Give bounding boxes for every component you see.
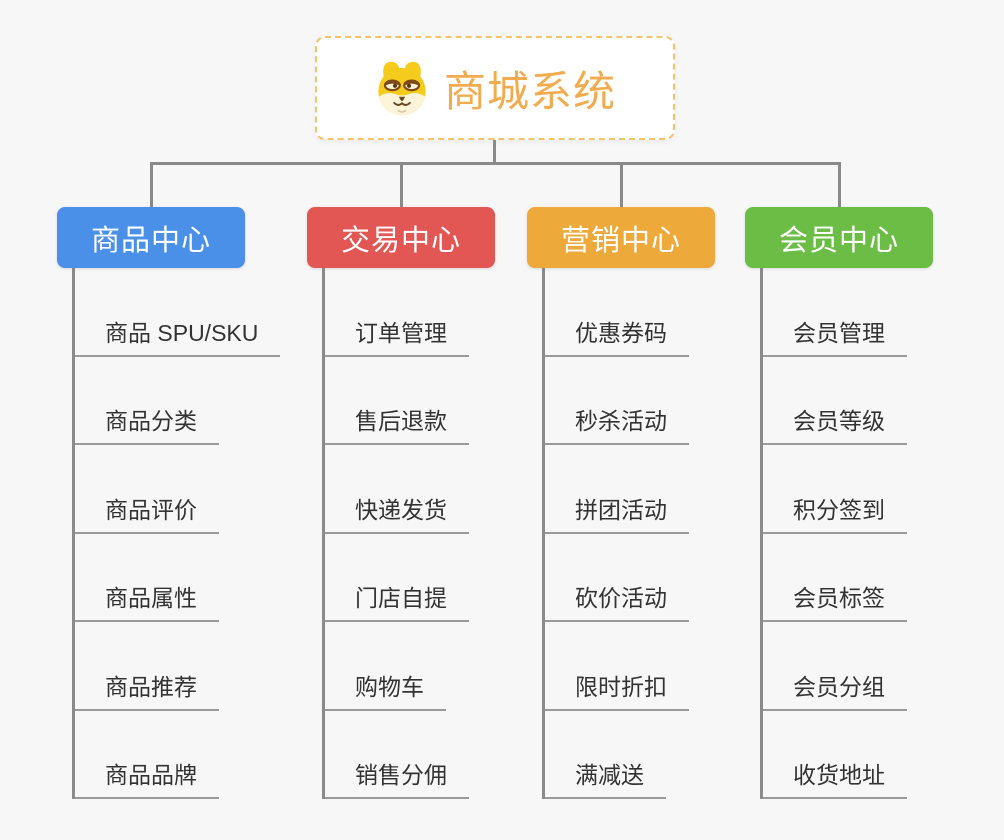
leaf-slot: 商品品牌 [75, 711, 280, 799]
leaf-node[interactable]: 商品分类 [75, 402, 219, 445]
leaf-node[interactable]: 优惠券码 [545, 314, 689, 357]
branch-node[interactable]: 营销中心 [527, 207, 715, 268]
leaf-node[interactable]: 商品 SPU/SKU [75, 314, 281, 357]
leaf-slot: 拼团活动 [545, 445, 689, 534]
leaf-slot: 积分签到 [763, 445, 907, 534]
leaf-slot: 会员等级 [763, 357, 907, 445]
leaf-node[interactable]: 商品属性 [75, 579, 219, 622]
leaf-node[interactable]: 会员分组 [763, 668, 907, 711]
branch-drop-line [400, 162, 403, 207]
root-node[interactable]: 商城系统 [315, 36, 675, 140]
leaf-slot: 门店自提 [325, 534, 469, 622]
leaf-node[interactable]: 会员等级 [763, 402, 907, 445]
leaf-slot: 限时折扣 [545, 622, 689, 711]
leaf-node[interactable]: 收货地址 [763, 756, 907, 799]
leaf-node[interactable]: 会员标签 [763, 579, 907, 622]
branch-drop-line [838, 162, 841, 207]
leaf-slot: 商品评价 [75, 445, 280, 534]
leaf-slot: 会员标签 [763, 534, 907, 622]
leaf-slot: 会员分组 [763, 622, 907, 711]
branch-children-column: 订单管理 售后退款 快递发货 门店自提 购物车 销售分佣 [322, 268, 469, 799]
leaf-slot: 购物车 [325, 622, 469, 711]
leaf-node[interactable]: 砍价活动 [545, 579, 689, 622]
leaf-slot: 销售分佣 [325, 711, 469, 799]
leaf-slot: 优惠券码 [545, 268, 689, 357]
leaf-slot: 商品属性 [75, 534, 280, 622]
leaf-node[interactable]: 拼团活动 [545, 491, 689, 534]
branch-children-column: 会员管理 会员等级 积分签到 会员标签 会员分组 收货地址 [760, 268, 907, 799]
leaf-node[interactable]: 销售分佣 [325, 756, 469, 799]
branch-children-column: 商品 SPU/SKU 商品分类 商品评价 商品属性 商品推荐 商品品牌 [72, 268, 281, 799]
leaf-node[interactable]: 商品品牌 [75, 756, 219, 799]
leaf-node[interactable]: 会员管理 [763, 314, 907, 357]
leaf-slot: 商品 SPU/SKU [75, 268, 281, 357]
leaf-node[interactable]: 售后退款 [325, 402, 469, 445]
leaf-node[interactable]: 订单管理 [325, 314, 469, 357]
leaf-node[interactable]: 限时折扣 [545, 668, 689, 711]
root-title: 商城系统 [443, 67, 616, 115]
leaf-slot: 商品推荐 [75, 622, 280, 711]
leaf-node[interactable]: 门店自提 [325, 579, 469, 622]
leaf-node[interactable]: 满减送 [545, 756, 666, 799]
leaf-slot: 秒杀活动 [545, 357, 689, 445]
leaf-slot: 售后退款 [325, 357, 469, 445]
leaf-node[interactable]: 秒杀活动 [545, 402, 689, 445]
leaf-node[interactable]: 积分签到 [763, 491, 907, 534]
branch-node[interactable]: 交易中心 [307, 207, 495, 268]
branch-node[interactable]: 商品中心 [57, 207, 245, 268]
leaf-node[interactable]: 商品评价 [75, 491, 219, 534]
leaf-slot: 会员管理 [763, 268, 907, 357]
leaf-slot: 订单管理 [325, 268, 469, 357]
dog-face-icon [378, 61, 426, 116]
leaf-slot: 收货地址 [763, 711, 907, 799]
leaf-slot: 商品分类 [75, 357, 280, 445]
root-stub-line [493, 140, 496, 165]
leaf-slot: 快递发货 [325, 445, 469, 534]
branch-node[interactable]: 会员中心 [745, 207, 933, 268]
bus-line [150, 162, 841, 165]
branch-drop-line [150, 162, 153, 207]
branch-drop-line [620, 162, 623, 207]
leaf-node[interactable]: 购物车 [325, 668, 446, 711]
leaf-slot: 满减送 [545, 711, 689, 799]
leaf-slot: 砍价活动 [545, 534, 689, 622]
branch-children-column: 优惠券码 秒杀活动 拼团活动 砍价活动 限时折扣 满减送 [542, 268, 689, 799]
leaf-node[interactable]: 商品推荐 [75, 668, 219, 711]
leaf-node[interactable]: 快递发货 [325, 491, 469, 534]
